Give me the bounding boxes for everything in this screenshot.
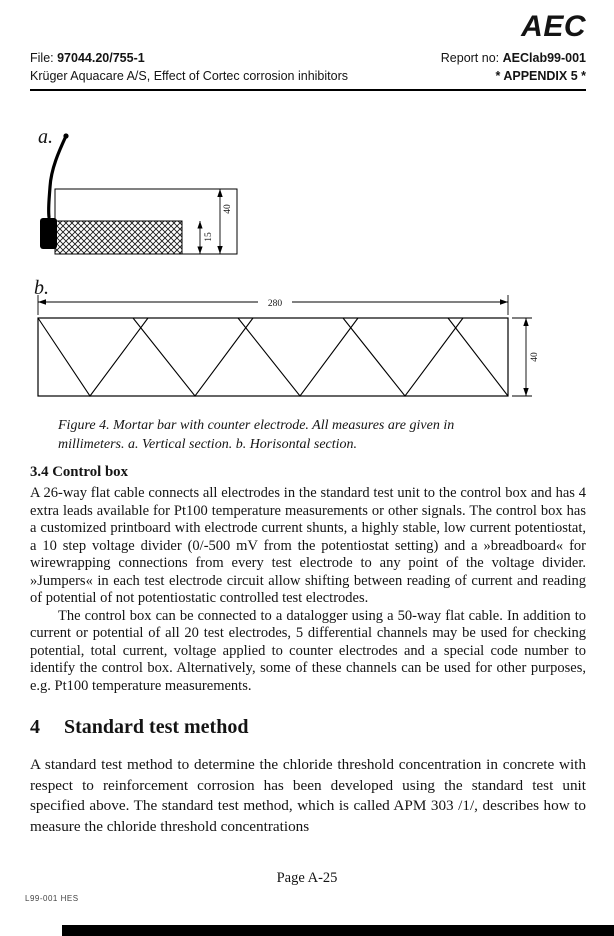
file-info: File: 97044.20/755-1	[30, 50, 145, 66]
section-3-4-paragraph-1: A 26-way flat cable connects all electro…	[30, 485, 586, 606]
mortar-bar-plan-outline	[37, 317, 509, 397]
label-a: a.	[38, 126, 53, 148]
figure-4: a. 15 40 b.	[30, 91, 588, 406]
vertical-section-a: a. 15 40	[38, 126, 238, 255]
report-header: AEC File: 97044.20/755-1 Report no: AECl…	[30, 12, 586, 91]
arrowhead-icon	[217, 189, 223, 197]
arrowhead-icon	[217, 246, 223, 254]
arrowhead-icon	[523, 318, 529, 326]
report-label: Report no:	[440, 51, 500, 65]
horizontal-section-b: b. 280	[34, 277, 540, 397]
appendix-label: * APPENDIX 5 *	[495, 69, 586, 83]
arrowhead-icon	[523, 388, 529, 396]
dim-label-bar-length: 280	[268, 299, 283, 309]
dim-label-bar-width: 40	[530, 352, 540, 362]
arrowhead-icon	[38, 299, 46, 305]
section-4-number: 4	[30, 716, 40, 738]
label-b: b.	[34, 277, 49, 299]
file-number: 97044.20/755-1	[57, 51, 145, 65]
counter-electrode-zigzag	[37, 317, 509, 397]
section-4-heading: 4 Standard test method	[30, 715, 586, 739]
arrowhead-icon	[197, 246, 203, 254]
arrowhead-icon	[197, 221, 203, 229]
electrode-cable	[46, 134, 68, 219]
report-number: AEClab99-001	[502, 51, 586, 65]
report-info: Report no: AEClab99-001	[441, 50, 586, 66]
file-label: File:	[30, 51, 54, 65]
figure-caption: Figure 4. Mortar bar with counter electr…	[58, 416, 586, 454]
file-report-row: File: 97044.20/755-1 Report no: AEClab99…	[30, 50, 586, 66]
section-3-4-paragraph-2: The control box can be connected to a da…	[30, 607, 586, 694]
figure-caption-line2: millimeters. a. Vertical section. b. Hor…	[58, 437, 358, 452]
page-number: Page A-25	[276, 870, 338, 886]
header-divider	[30, 89, 586, 91]
counter-electrode-hatched	[54, 220, 183, 255]
dim-label-bar-height: 40	[223, 204, 233, 214]
aec-logo: AEC	[521, 10, 586, 43]
section-4-title: Standard test method	[64, 716, 249, 738]
arrowhead-icon	[500, 299, 508, 305]
cable-connector-block	[40, 218, 57, 249]
dim-label-electrode-height: 15	[204, 232, 214, 242]
section-3-4-heading: 3.4 Control box	[30, 464, 128, 480]
figure-caption-line1: Figure 4. Mortar bar with counter electr…	[58, 418, 455, 433]
scan-edge-artifact	[62, 925, 614, 936]
section-4-paragraph-1: A standard test method to determine the …	[30, 756, 586, 835]
figure-4-drawing: a. 15 40 b.	[34, 126, 540, 397]
document-subtitle: Krüger Aquacare A/S, Effect of Cortec co…	[30, 69, 348, 83]
document-code: L99-001 HES	[25, 894, 79, 903]
subtitle-appendix-row: Krüger Aquacare A/S, Effect of Cortec co…	[30, 68, 586, 84]
